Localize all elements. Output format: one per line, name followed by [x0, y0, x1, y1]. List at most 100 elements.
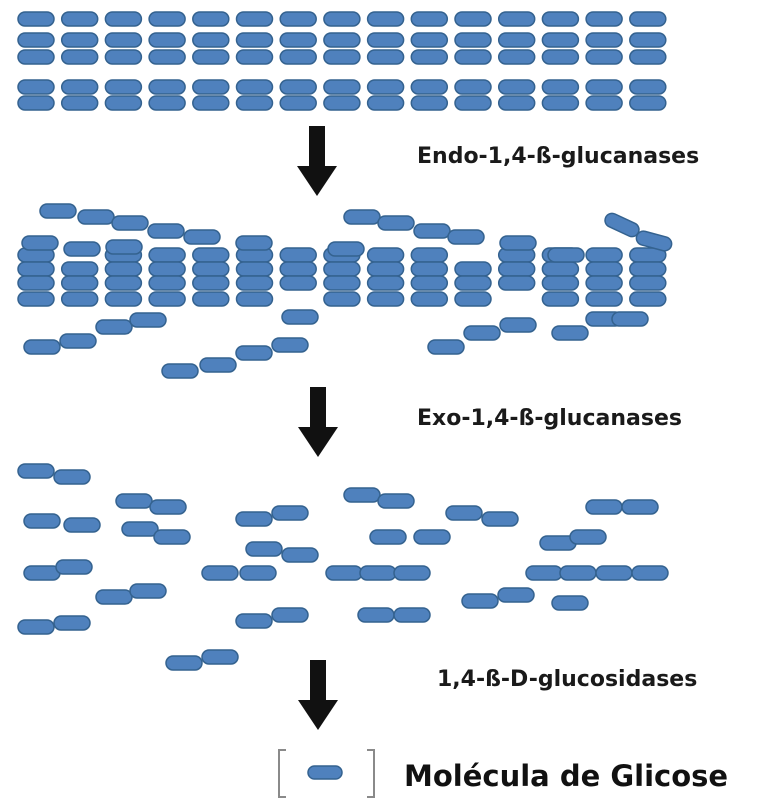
glucose-unit: [366, 247, 405, 263]
glucose-unit: [279, 247, 317, 263]
glucose-unit: [604, 212, 640, 238]
glucose-unit: [235, 235, 273, 251]
glucose-unit: [454, 95, 492, 111]
glucose-unit: [497, 587, 535, 603]
glucose-unit: [366, 291, 405, 307]
glucose-unit: [497, 275, 536, 291]
glucose-unit: [17, 619, 55, 635]
glucose-unit: [541, 11, 580, 27]
glucose-unit: [481, 511, 519, 527]
glucose-unit: [585, 275, 623, 291]
arrow-step-3: [298, 660, 338, 730]
glucose-unit: [55, 559, 93, 575]
glucose-unit: [281, 547, 319, 563]
glucose-unit: [343, 487, 381, 503]
glucose-unit: [366, 32, 405, 48]
glucose-unit: [129, 583, 167, 599]
glucose-unit: [551, 325, 589, 341]
enzyme-label-endo: Endo-1,4-ß-glucanases: [417, 144, 699, 169]
glucose-unit: [59, 333, 97, 349]
glucose-unit: [410, 247, 449, 263]
glucose-unit: [410, 11, 449, 27]
glucose-unit: [104, 79, 143, 95]
glucose-unit: [410, 49, 449, 65]
glucose-unit: [323, 49, 361, 65]
glucose-unit: [148, 49, 186, 65]
glucose-unit: [541, 275, 580, 291]
glucose-unit: [377, 493, 415, 509]
glucose-unit: [595, 565, 633, 581]
glucose-unit: [104, 11, 143, 27]
glucose-units: [17, 11, 673, 671]
glucose-unit: [551, 595, 589, 611]
glucose-unit: [104, 95, 143, 111]
glucose-unit: [23, 565, 61, 581]
glucose-unit: [410, 95, 449, 111]
glucose-unit: [541, 261, 580, 277]
glucose-unit: [148, 95, 186, 111]
glucose-unit: [60, 32, 99, 48]
glucose-unit: [235, 49, 274, 65]
enzyme-label-exo: Exo-1,4-ß-glucanases: [417, 406, 682, 431]
glucose-unit: [161, 363, 199, 379]
glucose-unit: [17, 95, 55, 111]
glucose-unit: [271, 505, 309, 521]
glucose-unit: [192, 79, 230, 95]
glucose-unit: [77, 209, 115, 225]
glucose-unit: [60, 275, 99, 291]
glucose-unit: [323, 95, 361, 111]
glucose-unit: [366, 95, 405, 111]
glucose-unit: [95, 589, 133, 605]
glucose-unit: [357, 607, 395, 623]
glucose-unit: [183, 229, 221, 245]
glucose-unit: [629, 95, 667, 111]
glucose-unit: [559, 565, 597, 581]
glucose-unit: [104, 32, 143, 48]
glucose-unit: [23, 339, 61, 355]
glucose-unit: [148, 261, 186, 277]
glucose-unit: [366, 79, 405, 95]
glucose-unit: [192, 49, 230, 65]
glucose-unit: [327, 241, 365, 257]
glucose-unit: [393, 607, 431, 623]
legend: Molécula de Glicose: [278, 749, 728, 798]
glucose-unit: [413, 223, 451, 239]
glucose-unit: [635, 230, 673, 252]
glucose-unit: [410, 275, 449, 291]
glucose-unit: [366, 49, 405, 65]
glucose-unit: [271, 337, 309, 353]
glucose-unit: [463, 325, 501, 341]
glucose-unit: [454, 291, 492, 307]
glucose-unit: [192, 11, 230, 27]
glucose-unit: [21, 235, 59, 251]
glucose-unit: [148, 247, 186, 263]
glucose-unit: [147, 223, 185, 239]
glucose-unit: [497, 32, 536, 48]
glucose-unit: [629, 275, 667, 291]
glucose-unit: [621, 499, 659, 515]
glucose-unit: [445, 505, 483, 521]
glucose-unit: [279, 95, 317, 111]
glucose-unit: [499, 235, 537, 251]
glucose-unit: [271, 607, 309, 623]
glucose-unit: [235, 95, 274, 111]
glucose-unit: [629, 291, 667, 307]
glucose-unit: [245, 541, 283, 557]
glucose-unit: [153, 529, 191, 545]
glucose-unit: [359, 565, 397, 581]
glucose-unit: [201, 649, 239, 665]
glucose-unit: [585, 49, 623, 65]
glucose-unit: [585, 291, 623, 307]
glucose-unit: [53, 615, 91, 631]
glucose-unit: [323, 32, 361, 48]
glucose-unit: [121, 521, 159, 537]
glucose-unit: [585, 32, 623, 48]
glucose-unit: [497, 11, 536, 27]
glucose-unit: [585, 11, 623, 27]
glucose-unit: [585, 95, 623, 111]
glucose-unit: [192, 95, 230, 111]
glucose-unit: [547, 247, 585, 263]
glucose-unit: [149, 499, 187, 515]
legend-label: Molécula de Glicose: [404, 759, 728, 793]
glucose-unit: [629, 11, 667, 27]
